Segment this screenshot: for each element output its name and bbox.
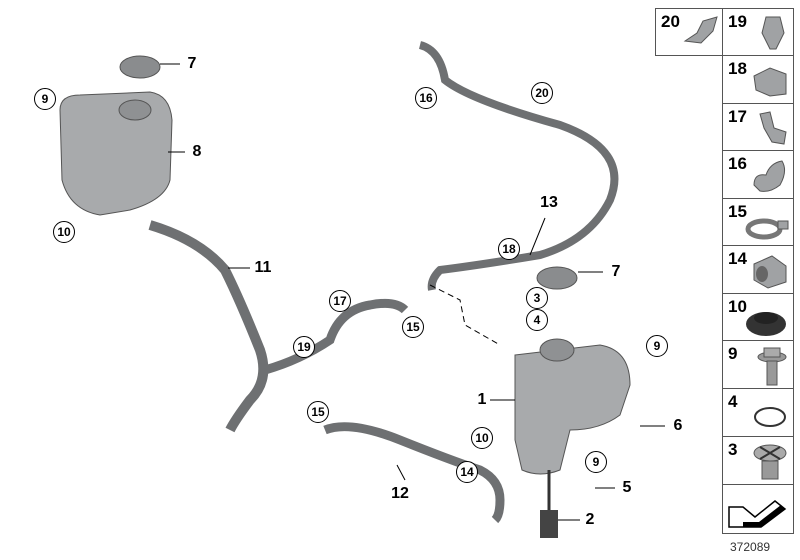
callout-13: 13 <box>540 194 558 211</box>
callout-14: 14 <box>456 461 478 483</box>
legend-num: 10 <box>728 297 747 316</box>
cap-right <box>536 266 578 290</box>
legend-box-arrow <box>722 484 794 534</box>
callout-16: 16 <box>415 87 437 109</box>
callout-17: 17 <box>329 290 351 312</box>
legend-box-9: 9 <box>722 340 794 389</box>
callout-4: 4 <box>526 309 548 331</box>
hose-11 <box>148 220 269 433</box>
legend-num: 16 <box>728 154 747 173</box>
clamp-icon <box>753 255 787 289</box>
callout-11: 11 <box>254 259 272 276</box>
hose-13 <box>418 41 619 291</box>
legend-box-14: 14 <box>722 245 794 294</box>
clip-icon <box>753 67 787 97</box>
screw-plug-icon <box>753 444 787 480</box>
expansion-tank-left <box>59 91 173 216</box>
legend-box-20: 20 <box>655 8 723 56</box>
cap-left <box>119 55 161 79</box>
callout-7-left: 7 <box>187 55 197 72</box>
clip-icon <box>753 160 786 192</box>
tank-neck-right <box>539 338 575 362</box>
callout-18: 18 <box>498 238 520 260</box>
legend-num: 19 <box>728 12 747 31</box>
diagram-reference-number: 372089 <box>730 540 771 554</box>
o-ring-icon <box>754 407 786 427</box>
legend-box-16: 16 <box>722 150 794 199</box>
callout-6: 6 <box>673 417 683 434</box>
bolt-icon <box>757 347 787 386</box>
legend-num: 15 <box>728 202 747 221</box>
legend-num: 9 <box>728 344 738 363</box>
callout-3: 3 <box>526 287 548 309</box>
callout-10-left: 10 <box>53 221 75 243</box>
callout-9-left: 9 <box>34 88 56 110</box>
tank-neck-left <box>118 99 152 121</box>
legend-box-18: 18 <box>722 55 794 104</box>
hose-19 <box>263 298 409 375</box>
callout-8: 8 <box>192 143 202 160</box>
legend-num: 14 <box>728 249 747 268</box>
legend-num: 18 <box>728 59 747 78</box>
callout-15-upper: 15 <box>402 316 424 338</box>
callout-20: 20 <box>531 82 553 104</box>
clip-icon <box>683 16 718 44</box>
callout-19: 19 <box>293 336 315 358</box>
callout-2: 2 <box>585 511 595 528</box>
legend-box-10: 10 <box>722 293 794 341</box>
legend-box-17: 17 <box>722 103 794 151</box>
callout-15-lower: 15 <box>307 401 329 423</box>
legend-num: 4 <box>728 392 738 411</box>
legend-box-3: 3 <box>722 436 794 485</box>
callout-10-right: 10 <box>471 427 493 449</box>
expansion-tank-right <box>514 344 631 475</box>
legend-num: 17 <box>728 107 747 126</box>
bracket-icon <box>761 16 785 50</box>
legend-num: 20 <box>661 12 680 31</box>
callout-12: 12 <box>391 485 409 502</box>
callout-9-bottom: 9 <box>585 451 607 473</box>
clip-icon <box>759 111 787 145</box>
sensor-2 <box>540 510 558 538</box>
grommet-icon <box>746 312 786 336</box>
hose-clamp-icon <box>745 218 789 240</box>
legend-box-4: 4 <box>722 388 794 437</box>
legend-box-15: 15 <box>722 198 794 246</box>
legend-num: 3 <box>728 440 738 459</box>
callout-1: 1 <box>477 391 487 408</box>
legend-box-19: 19 <box>722 8 794 56</box>
callout-5: 5 <box>622 479 632 496</box>
callout-9-right: 9 <box>646 335 668 357</box>
direction-arrow-icon <box>728 500 787 528</box>
callout-7-right: 7 <box>611 263 621 280</box>
